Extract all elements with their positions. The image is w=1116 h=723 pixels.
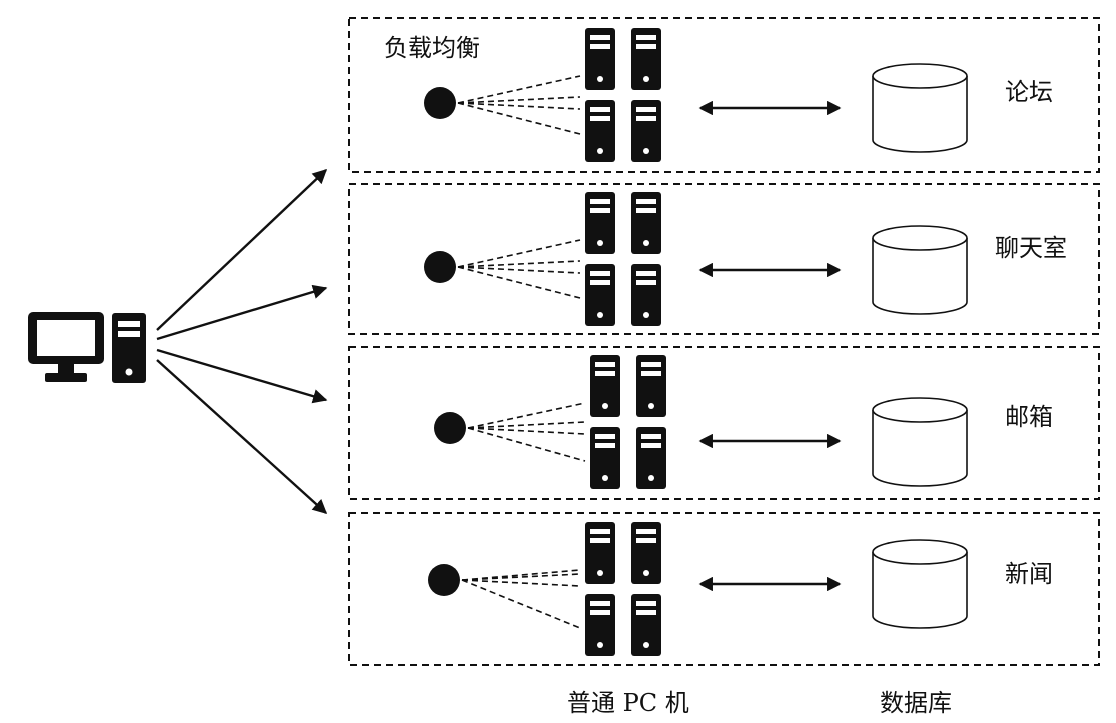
distribution-line (457, 266, 581, 274)
server-tower-icon (585, 192, 615, 254)
service-label: 邮箱 (1005, 403, 1053, 431)
service-label: 新闻 (1005, 560, 1053, 588)
server-tower-icon (585, 100, 615, 162)
service-zone: 新闻 (348, 512, 1100, 666)
distribution-line (457, 239, 581, 268)
distribution-line (467, 427, 586, 462)
server-tower-icon (585, 594, 615, 656)
servers-caption: 普通 PC 机 (567, 689, 689, 717)
distribution-line (457, 75, 581, 104)
request-arrow (156, 359, 328, 514)
distribution-line (467, 421, 586, 429)
zone-border (348, 346, 1100, 500)
distribution-line (461, 579, 581, 629)
server-tower-icon (631, 522, 661, 584)
server-tower-icon (585, 522, 615, 584)
distribution-line (457, 102, 581, 135)
server-tower-icon (590, 427, 620, 489)
distribution-line (457, 96, 581, 104)
distribution-line (457, 266, 581, 299)
server-tower-icon (631, 594, 661, 656)
server-tower-icon (585, 264, 615, 326)
zone-border (348, 17, 1100, 173)
request-arrow (156, 169, 328, 331)
service-zone: 聊天室 (348, 183, 1100, 335)
server-tower-icon (631, 192, 661, 254)
distribution-line (461, 579, 581, 587)
database-cylinder-icon (872, 63, 968, 153)
database-caption: 数据库 (880, 689, 952, 717)
server-tower-icon (590, 355, 620, 417)
server-tower-icon (631, 264, 661, 326)
client-computer-icon (28, 312, 146, 383)
zone-border (348, 512, 1100, 666)
distribution-line (467, 402, 586, 429)
client-request-arrows (156, 169, 328, 514)
request-arrow (156, 284, 328, 341)
service-label: 论坛 (1005, 78, 1053, 106)
server-tower-icon (636, 427, 666, 489)
load-balancer-node (424, 87, 456, 119)
load-balancer-label: 负载均衡 (384, 34, 480, 62)
load-balancer-node (428, 564, 460, 596)
zone-border (348, 183, 1100, 335)
distribution-line (457, 260, 581, 268)
load-balancer-node (434, 412, 466, 444)
service-zone: 邮箱 (348, 346, 1100, 500)
distribution-line (461, 573, 581, 581)
database-cylinder-icon (872, 397, 968, 487)
service-zone: 论坛 (348, 17, 1100, 173)
load-balancer-node (424, 251, 456, 283)
distribution-line (457, 102, 581, 110)
database-cylinder-icon (872, 539, 968, 629)
database-cylinder-icon (872, 225, 968, 315)
service-label: 聊天室 (995, 234, 1067, 262)
server-tower-icon (631, 100, 661, 162)
server-tower-icon (585, 28, 615, 90)
request-arrow (156, 348, 328, 404)
distribution-line (467, 427, 586, 435)
server-tower-icon (631, 28, 661, 90)
server-tower-icon (636, 355, 666, 417)
